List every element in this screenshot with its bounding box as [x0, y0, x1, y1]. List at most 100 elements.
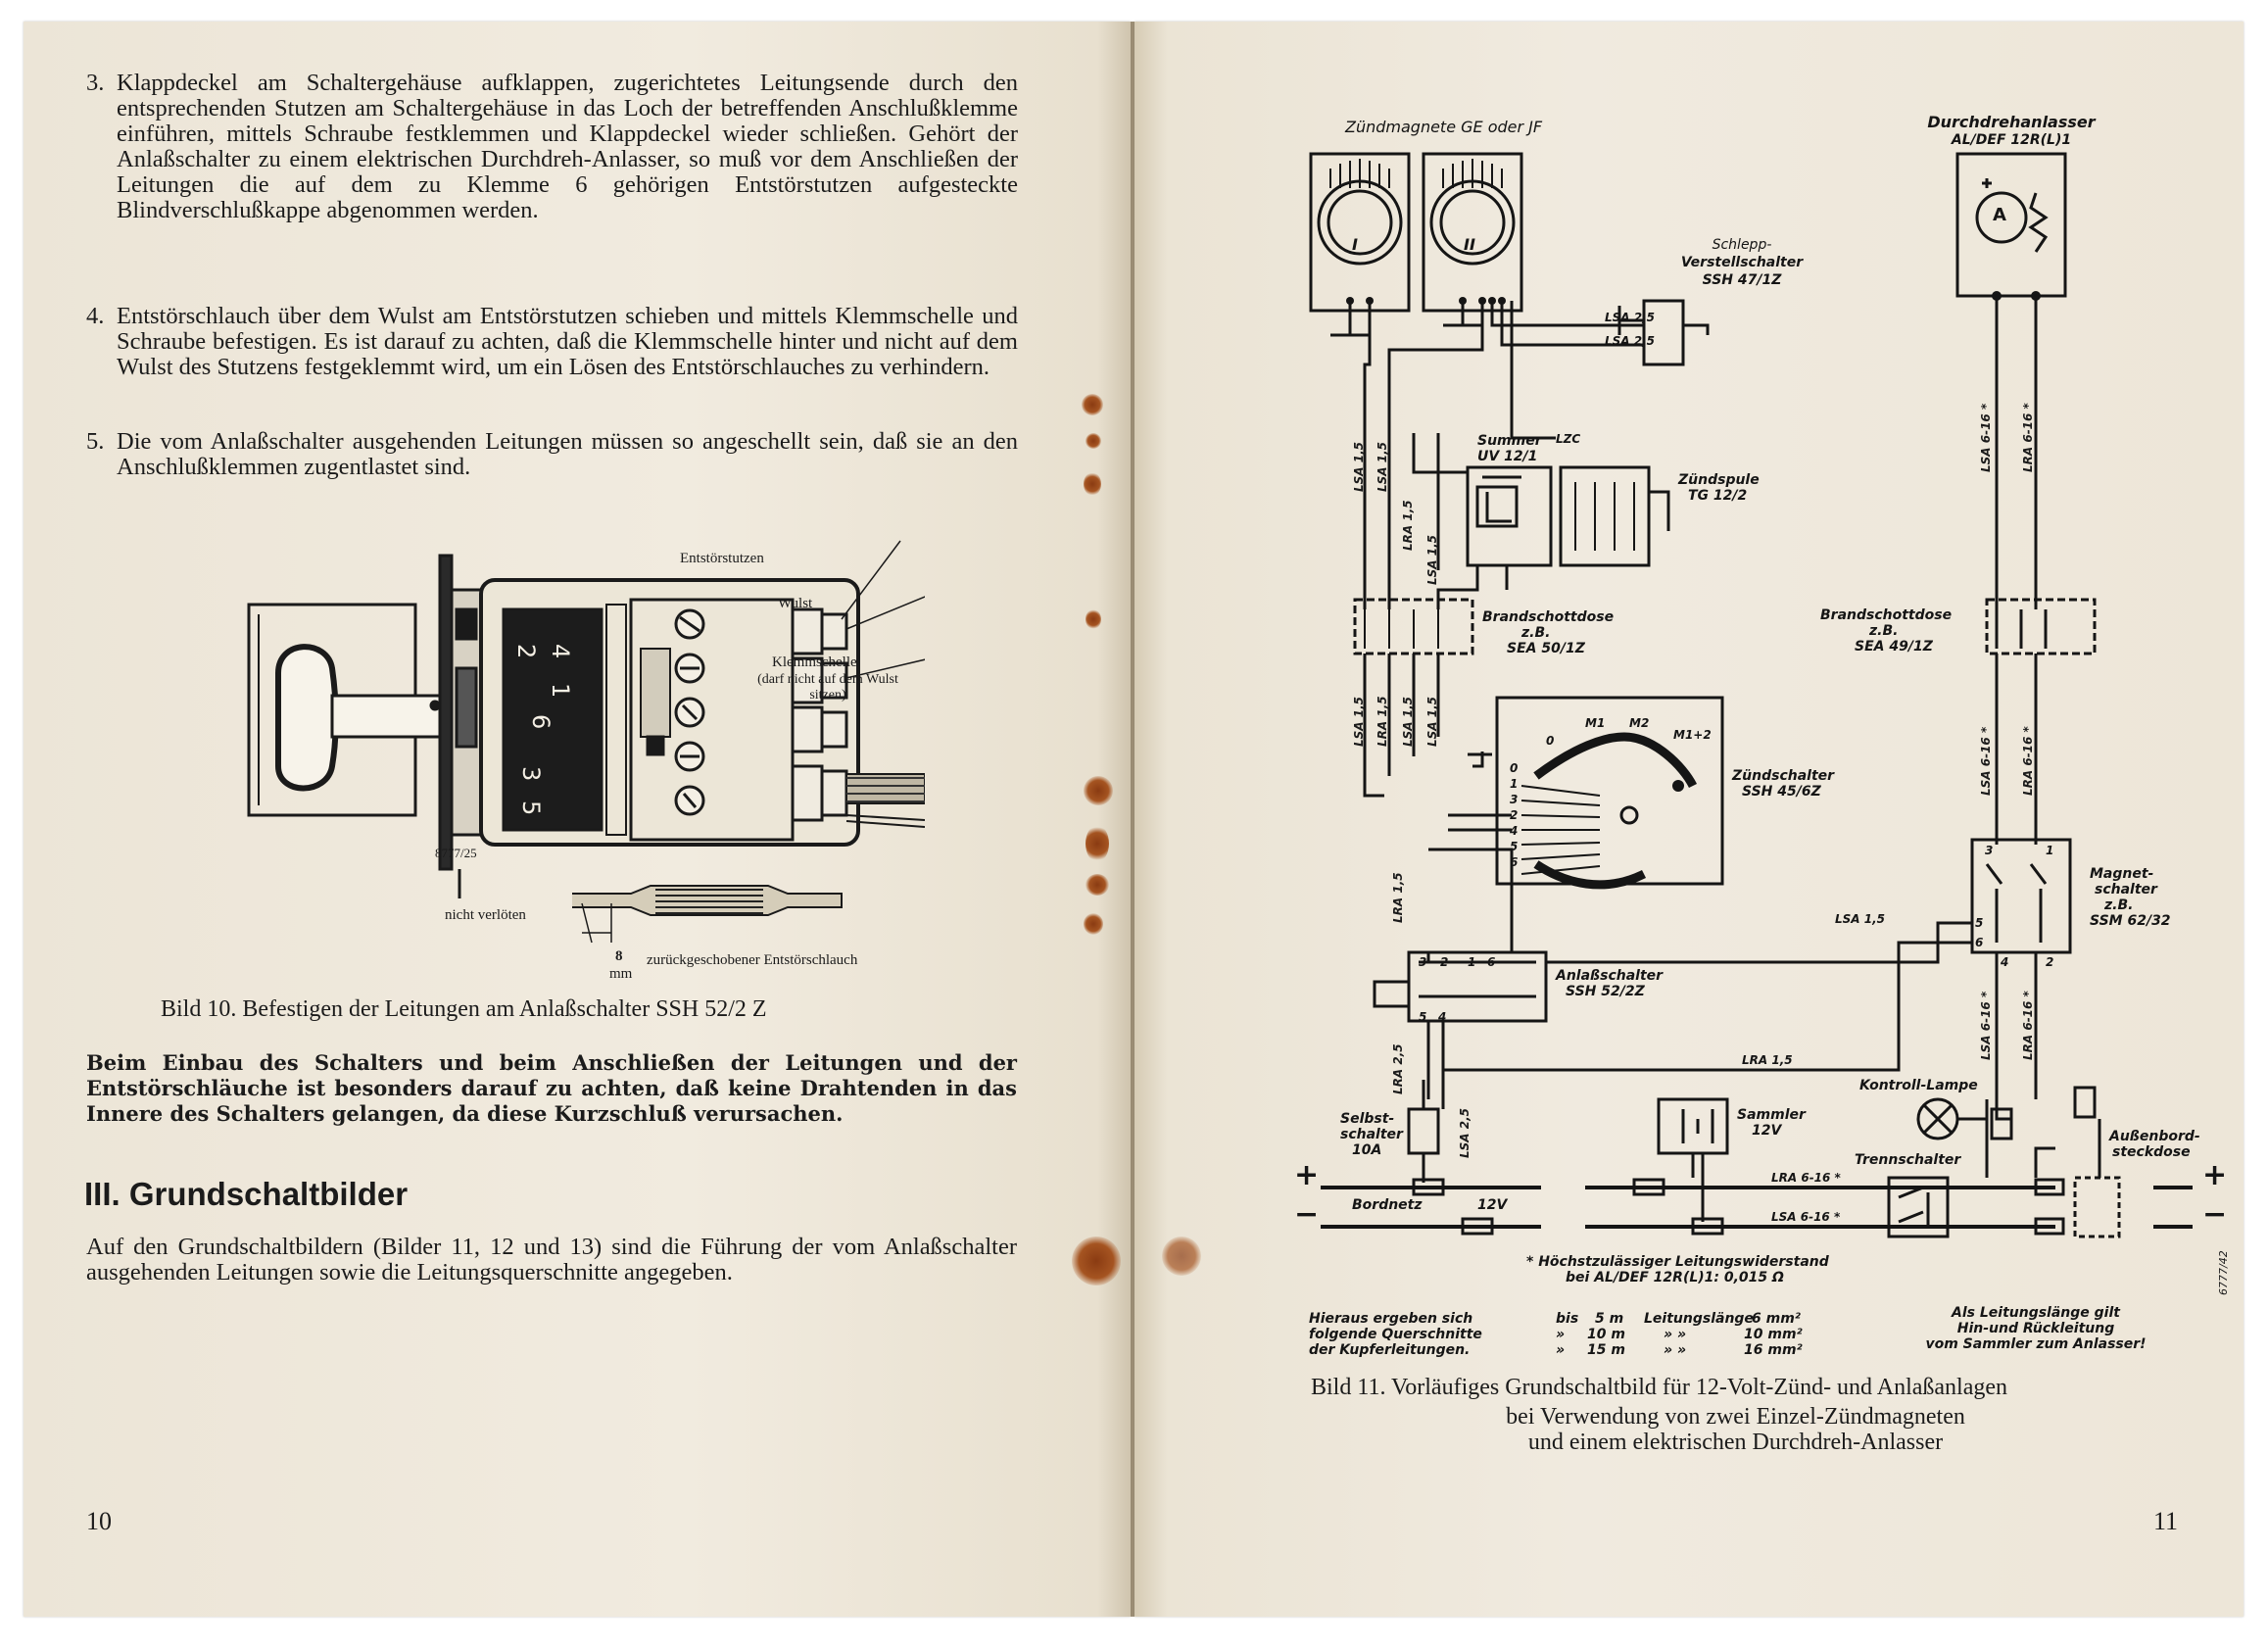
label-plus-left: + [1294, 1158, 1320, 1192]
stain [1084, 472, 1101, 496]
label-minus-left: − [1294, 1197, 1320, 1232]
item-3-number: 3. [86, 70, 105, 96]
label-magnetschalter-zb: z.B. [2104, 897, 2134, 913]
label-zuendschalter: Zündschalter [1732, 768, 1835, 784]
label-as-term-6: 6 [1487, 955, 1496, 969]
figure-11-caption-line-2: bei Verwendung von zwei Einzel-Zündmagne… [1506, 1404, 1965, 1430]
label-wire-lsa25-v: LSA 2,5 [1458, 1107, 1472, 1158]
label-wire-lsa15-v4: LSA 1,5 [1352, 696, 1366, 747]
label-sammler-value: 12V [1752, 1123, 1782, 1139]
label-as-term-1: 1 [1468, 955, 1476, 969]
label-bordnetz-voltage: 12V [1477, 1197, 1508, 1213]
warning-text: Beim Einbau des Schalters und beim Ansch… [86, 1050, 1017, 1126]
label-wire-lsa15-v5: LSA 1,5 [1401, 696, 1415, 747]
label-magnet-2: II [1464, 235, 1475, 254]
section-heading: III. Grundschaltbilder [84, 1176, 409, 1212]
label-wire-lra15-v1: LRA 1,5 [1401, 500, 1415, 551]
label-lzc: LZC [1556, 432, 1581, 446]
label-zs-term-4: 4 [1510, 824, 1519, 838]
label-wire-lra616-h: LRA 6-16 * [1771, 1171, 1841, 1185]
stain [1162, 1237, 1201, 1276]
item-4-number: 4. [86, 303, 105, 329]
label-ms-term-1: 1 [2046, 844, 2054, 857]
label-durchdrehanlasser: Durchdrehanlasser [1927, 113, 2096, 131]
label-kontroll-lampe: Kontroll-Lampe [1859, 1078, 1978, 1093]
note-hieraus-2: folgende Querschnitte [1309, 1327, 1482, 1342]
label-wire-lsa616-h: LSA 6-16 * [1771, 1210, 1841, 1224]
item-5-text: Die vom Anlaßschalter ausgehenden Leitun… [117, 428, 1018, 480]
label-selbstschalter-value: 10A [1352, 1142, 1382, 1158]
page-number-left: 10 [86, 1507, 112, 1535]
label-wire-lra15-v3: LRA 1,5 [1391, 872, 1405, 923]
note-hieraus-1: Hieraus ergeben sich [1309, 1311, 1473, 1327]
left-page: 3. Klappdeckel am Schaltergehäuse aufkla… [24, 22, 1131, 1617]
table-row-2-b: 10 m [1587, 1327, 1625, 1342]
label-zs-term-1: 1 [1510, 777, 1519, 791]
label-wire-lra15-v2: LRA 1,5 [1375, 696, 1389, 747]
label-wire-lsa616-v1: LSA 6-16 * [1979, 403, 1993, 472]
label-schlepp: Schlepp- [1712, 237, 1772, 253]
label-part-number: 8777/25 [435, 846, 477, 860]
label-brandschottdose-left: Brandschottdose [1482, 609, 1615, 625]
stain [1084, 913, 1103, 935]
label-zs-term-2: 2 [1510, 808, 1519, 822]
label-zuendmagnete: Zündmagnete GE oder JF [1345, 118, 1543, 136]
circuit-diagram [1309, 152, 2193, 1238]
label-bordnetz: Bordnetz [1352, 1197, 1423, 1213]
label-brandschottdose-left-model: SEA 50/1Z [1507, 641, 1585, 656]
stain [1086, 609, 1101, 629]
label-wire-lsa25-1: LSA 2,5 [1605, 311, 1656, 324]
table-row-1-d: 6 mm² [1752, 1311, 1801, 1327]
table-row-1-b: 5 m [1595, 1311, 1624, 1327]
figure-11-caption-line-3: und einem elektrischen Durchdreh-Anlasse… [1527, 1430, 1944, 1455]
label-dimension-unit: mm [609, 966, 633, 982]
label-selbstschalter-2: schalter [1340, 1127, 1403, 1142]
label-magnet-1: I [1352, 235, 1358, 254]
stain [1086, 433, 1101, 449]
label-summer: Summer [1477, 433, 1542, 449]
table-row-3-d: 16 mm² [1744, 1342, 1803, 1358]
label-summer-model: UV 12/1 [1477, 449, 1538, 464]
label-ms-term-5: 5 [1975, 916, 1984, 930]
figure-10-switch-drawing: 2 4 1 6 3 5 [247, 540, 925, 898]
label-brandschottdose-right-model: SEA 49/1Z [1855, 639, 1933, 655]
label-anlassschalter-model: SSH 52/2Z [1566, 984, 1645, 999]
label-wire-lra25-v: LRA 2,5 [1391, 1043, 1405, 1094]
label-trennschalter: Trennschalter [1855, 1152, 1961, 1168]
label-selbstschalter: Selbst- [1340, 1111, 1395, 1127]
label-drawing-number: 6777/42 [2217, 1250, 2230, 1295]
label-aussenbord: Außenbord- [2109, 1129, 2200, 1144]
label-wire-lra616-v1: LRA 6-16 * [2021, 403, 2035, 472]
switch-digit-4: 4 [547, 644, 574, 658]
stain [1086, 825, 1109, 862]
label-zs-term-6: 6 [1510, 855, 1519, 869]
page-number-right: 11 [2153, 1507, 2179, 1535]
label-nicht-verloeten: nicht verlöten [445, 907, 526, 923]
label-dimension-value: 8 [615, 948, 623, 964]
note-star-2: bei AL/DEF 12R(L)1: 0,015 Ω [1566, 1270, 1784, 1285]
stain [1072, 1237, 1121, 1285]
label-klemmschelle-note: (darf nicht auf dem Wulst sitzen) [757, 672, 898, 703]
label-zuendspule: Zündspule [1678, 472, 1760, 488]
label-sammler: Sammler [1737, 1107, 1806, 1123]
label-zs-pos-m2: M2 [1629, 716, 1650, 730]
label-brandschottdose-right-zb: z.B. [1869, 623, 1899, 639]
label-zs-pos-m1: M1 [1585, 716, 1606, 730]
switch-digit-3: 3 [517, 766, 545, 781]
label-as-term-2: 2 [1440, 955, 1449, 969]
label-klemmschelle: Klemmschelle [772, 655, 857, 670]
table-row-3-c: » » [1664, 1342, 1687, 1358]
note-als-1: Als Leitungslänge gilt [1952, 1305, 2120, 1321]
right-page: Zündmagnete GE oder JF I II Durchdrehanl… [1134, 22, 2244, 1617]
figure-10-hose-drawing [572, 885, 843, 944]
table-row-2-d: 10 mm² [1744, 1327, 1803, 1342]
figure-11-caption-line-1: Bild 11. Vorläufiges Grundschaltbild für… [1311, 1375, 2008, 1400]
item-3-text: Klappdeckel am Schaltergehäuse aufklappe… [117, 70, 1018, 223]
label-magnetschalter-model: SSM 62/32 [2090, 913, 2171, 929]
label-brandschottdose-right: Brandschottdose [1820, 607, 1953, 623]
label-ms-term-3: 3 [1985, 844, 1994, 857]
table-row-1-c: Leitungslänge [1644, 1311, 1754, 1327]
switch-digit-2: 2 [512, 644, 540, 658]
section-text: Auf den Grundschaltbildern (Bilder 11, 1… [86, 1234, 1017, 1285]
label-wire-lra616-v2: LRA 6-16 * [2021, 726, 2035, 796]
